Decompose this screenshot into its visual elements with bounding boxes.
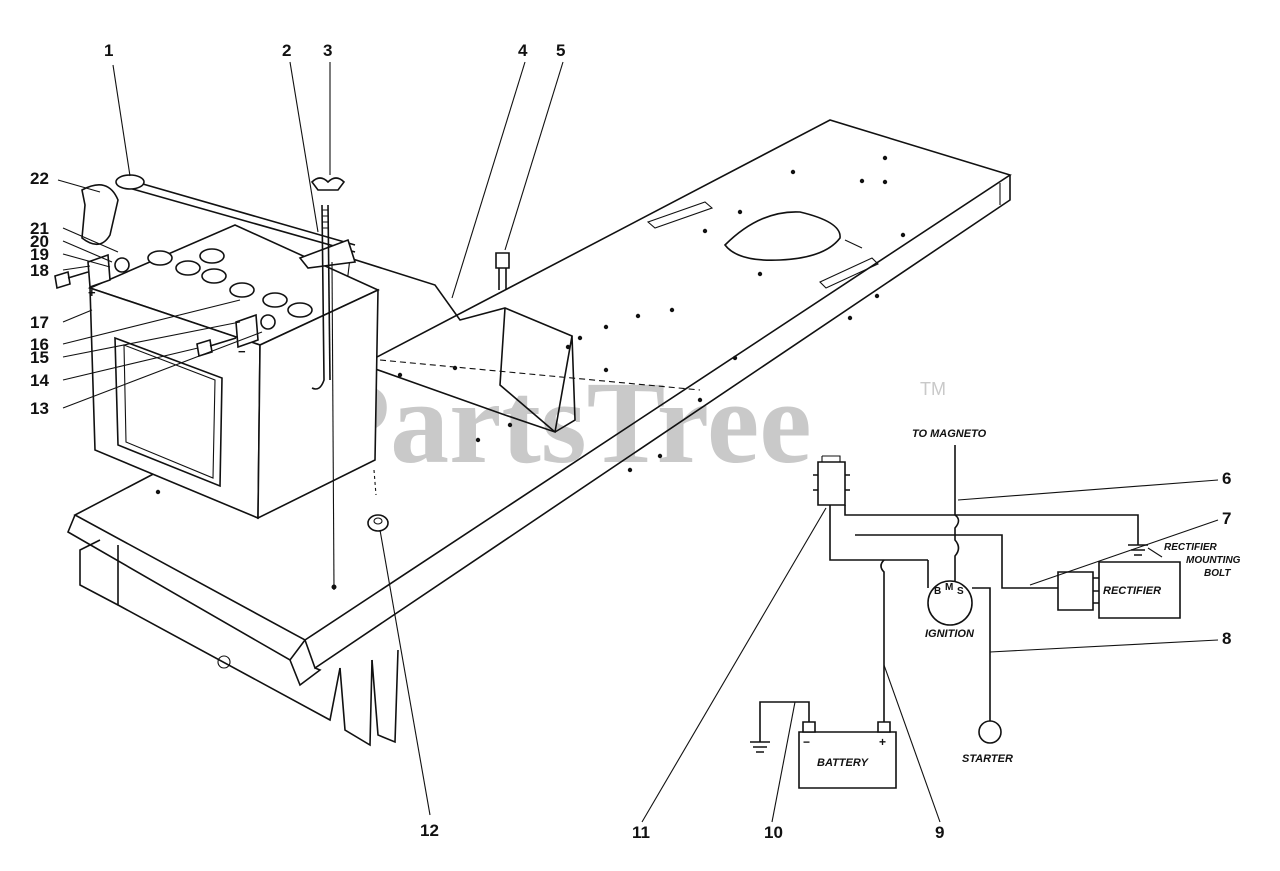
callout-3: 3	[323, 41, 332, 60]
label-rectifier-line3: BOLT	[1204, 568, 1231, 579]
bolt-5	[495, 252, 510, 290]
battery: + −	[54, 224, 380, 520]
callout-11: 11	[632, 823, 650, 842]
callout-9: 9	[935, 823, 944, 842]
callout-18: 18	[30, 261, 49, 280]
callout-2: 2	[282, 41, 291, 60]
callout-12: 12	[420, 821, 439, 840]
label-battery: BATTERY	[817, 757, 870, 769]
callout-5: 5	[556, 41, 565, 60]
callout-1: 1	[104, 41, 113, 60]
label-rectifier-line2: MOUNTING	[1186, 555, 1241, 566]
callout-22: 22	[30, 169, 49, 188]
callout-16: 16	[30, 335, 49, 354]
callout-7: 7	[1222, 509, 1231, 528]
terminal-b: B	[934, 586, 941, 597]
callout-17: 17	[30, 313, 49, 332]
callout-19: 19	[30, 245, 49, 264]
callout-6: 6	[1222, 469, 1231, 488]
callout-numbers: 1 2 3 4 5 6 7 8 9 10 11 12 13 14 15 16 1…	[30, 41, 1231, 842]
callout-8: 8	[1222, 629, 1231, 648]
battery-symbol	[798, 731, 897, 789]
ground-symbol-battery	[750, 741, 770, 753]
label-ignition: IGNITION	[925, 628, 975, 640]
callout-14: 14	[30, 371, 49, 390]
svg-text:−: −	[238, 344, 246, 359]
callout-15: 15	[30, 348, 49, 367]
ignition-symbol	[927, 580, 973, 626]
battery-plus: +	[879, 735, 886, 749]
frame-plate	[66, 119, 1012, 747]
callout-21: 21	[30, 219, 49, 238]
label-rectifier-line1: RECTIFIER	[1164, 542, 1218, 553]
svg-text:+: +	[88, 285, 96, 300]
terminal-s: S	[957, 586, 964, 597]
label-rectifier: RECTIFIER	[1103, 585, 1161, 597]
starter-symbol	[978, 720, 1002, 744]
rectifier-box	[1098, 561, 1181, 619]
callout-10: 10	[764, 823, 783, 842]
callout-4: 4	[518, 41, 528, 60]
wiring-schematic: B M S − + TO MAGNETO RECTIF	[641, 428, 1241, 823]
label-starter: STARTER	[962, 753, 1013, 765]
watermark-tm: TM	[920, 379, 946, 399]
callout-13: 13	[30, 399, 49, 418]
battery-minus: −	[803, 735, 810, 749]
callout-20: 20	[30, 232, 49, 251]
terminal-m: M	[945, 582, 953, 593]
label-to-magneto: TO MAGNETO	[912, 428, 987, 440]
leader-lines	[57, 61, 564, 816]
vent-caps	[147, 248, 313, 318]
